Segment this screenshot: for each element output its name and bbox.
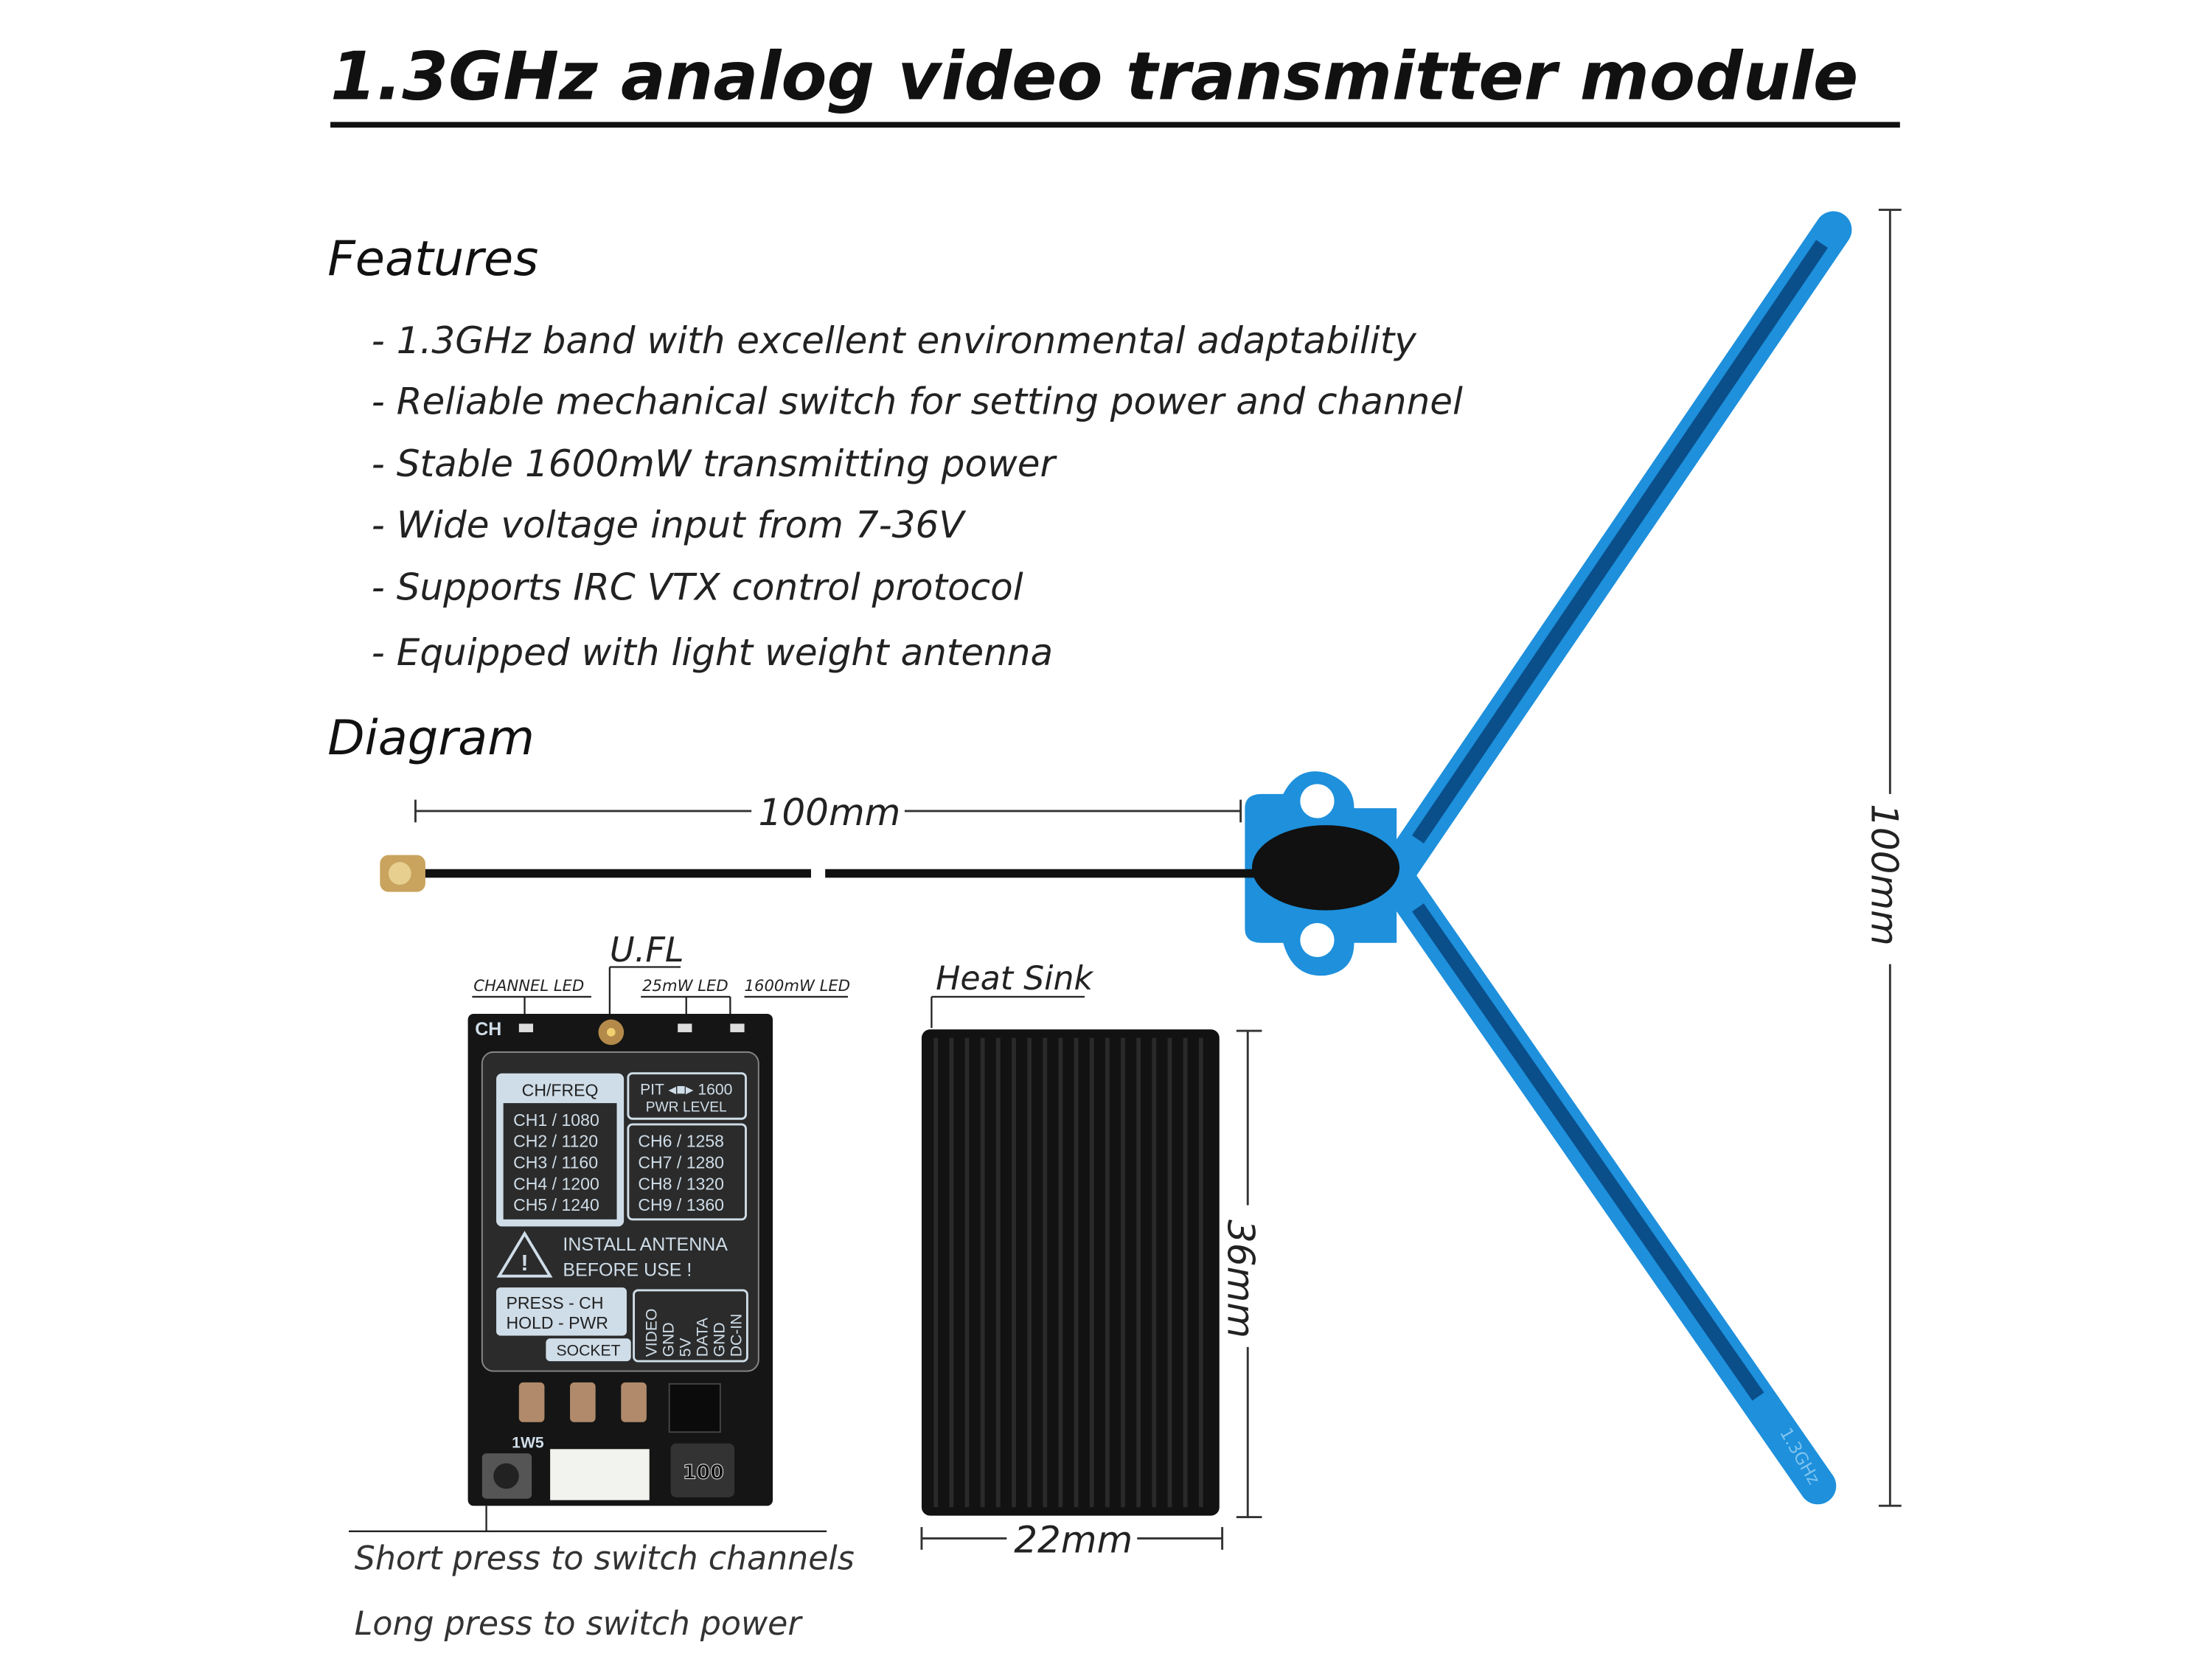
cable-length-label: 100mm: [759, 791, 901, 834]
silk-1w5: 1W5: [512, 1434, 544, 1451]
page-title: 1.3GHz analog video transmitter module: [330, 38, 1858, 116]
button-caption-long: Long press to switch power: [355, 1605, 804, 1643]
svg-text:!: !: [521, 1250, 528, 1276]
channel-entry: CH5 / 1240: [513, 1195, 599, 1214]
warning-text-2: BEFORE USE !: [563, 1260, 692, 1281]
feature-item: - Equipped with light weight antenna: [372, 631, 1053, 674]
connector-socket: [550, 1449, 650, 1500]
inductor-marking: 100: [683, 1461, 724, 1484]
warning-icon: [496, 1231, 553, 1278]
antenna: 1.3GHz: [1245, 211, 1852, 1505]
press-label: PRESS - CH: [507, 1293, 604, 1312]
feature-item: - Stable 1600mW transmitting power: [372, 442, 1058, 485]
cable: [380, 855, 1290, 892]
button-caption-short: Short press to switch channels: [355, 1540, 855, 1578]
silk-ch: CH: [475, 1019, 501, 1040]
warning-text-1: INSTALL ANTENNA: [563, 1234, 728, 1255]
channel-entry: CH6 / 1258: [638, 1132, 724, 1151]
heatsink-dimensions: [920, 1029, 1262, 1550]
antenna-height-dimension: [1878, 209, 1902, 1507]
feature-item: - Reliable mechanical switch for setting…: [372, 380, 1463, 423]
channel-entry: CH8 / 1320: [638, 1174, 724, 1193]
channel-entry: CH7 / 1280: [638, 1153, 724, 1172]
heatsink-height-label: 36mm: [1219, 1220, 1262, 1338]
heat-sink: [921, 1029, 1220, 1516]
led-25mw-label: 25mW LED: [642, 976, 728, 995]
channel-entry: CH2 / 1120: [513, 1132, 598, 1151]
feature-item: - Wide voltage input from 7-36V: [372, 504, 967, 546]
channel-led-label: CHANNEL LED: [473, 976, 584, 995]
cable-dimension: [414, 799, 1242, 823]
svg-text:5V: 5V: [678, 1338, 695, 1357]
feature-item: - 1.3GHz band with excellent environment…: [372, 319, 1417, 362]
diagram-heading: Diagram: [327, 710, 535, 766]
ch-freq-header: CH/FREQ: [522, 1080, 599, 1099]
svg-text:DATA: DATA: [695, 1317, 712, 1357]
button-callout: [349, 1506, 827, 1532]
pcb-callouts: [472, 966, 848, 1018]
features-list: - 1.3GHz band with excellent environment…: [372, 319, 1463, 674]
heatsink-callout: [931, 995, 1085, 1029]
heatsink-width-label: 22mm: [1014, 1519, 1133, 1562]
channel-entry: CH3 / 1160: [513, 1153, 598, 1172]
channel-entry: CH1 / 1080: [513, 1110, 599, 1130]
led-1600mw-label: 1600mW LED: [745, 976, 850, 995]
pwr-level-scale: PIT ◂■▸ 1600: [640, 1082, 732, 1099]
svg-text:VIDEO: VIDEO: [643, 1309, 660, 1357]
features-heading: Features: [327, 231, 538, 287]
pwr-level-label: PWR LEVEL: [646, 1100, 727, 1116]
socket-label: SOCKET: [557, 1342, 621, 1359]
hold-label: HOLD - PWR: [507, 1313, 608, 1332]
title-underline: [330, 122, 1900, 128]
ufl-label: U.FL: [610, 930, 684, 970]
vtx-pcb: CH CH/FREQ CH1 / 1080 CH2 / 1120 CH3 / 1…: [467, 1013, 773, 1506]
antenna-height-label: 100mm: [1863, 804, 1905, 946]
svg-text:GND: GND: [660, 1322, 677, 1357]
pin-labels: VIDEO GND 5V DATA GND DC-IN: [643, 1309, 745, 1357]
channel-entry: CH4 / 1200: [513, 1174, 599, 1193]
channel-entry: CH9 / 1360: [638, 1195, 724, 1214]
feature-item: - Supports IRC VTX control protocol: [372, 566, 1023, 608]
svg-text:DC-IN: DC-IN: [728, 1314, 745, 1357]
heatsink-label: Heat Sink: [936, 960, 1094, 998]
svg-text:GND: GND: [712, 1322, 728, 1357]
